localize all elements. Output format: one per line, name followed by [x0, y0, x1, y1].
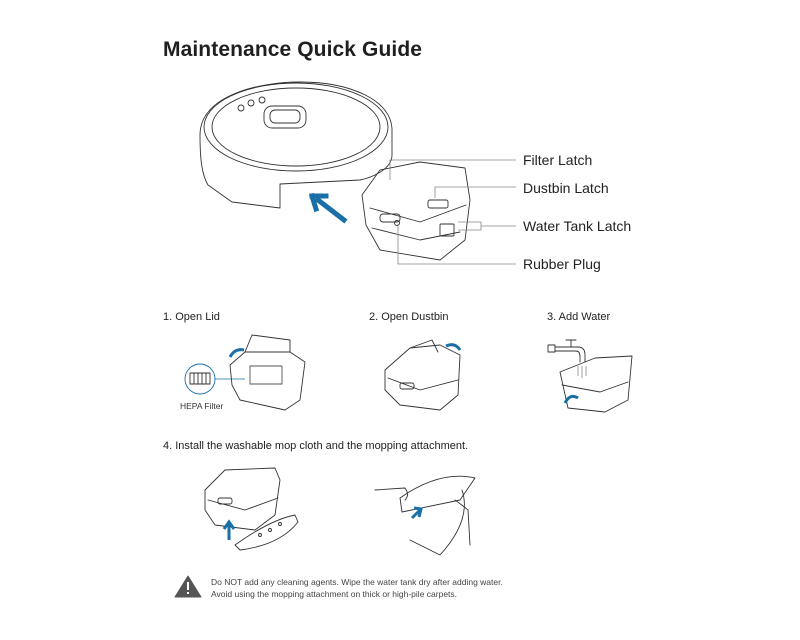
blue-arrow-insert — [308, 192, 348, 224]
step3-add-water-illustration — [547, 339, 633, 413]
callout-water-tank-latch: Water Tank Latch — [523, 218, 632, 234]
dustbin-illustration — [361, 161, 471, 261]
warning-text-line2: Avoid using the mopping attachment on th… — [211, 589, 458, 599]
step-4-label: 4. Install the washable mop cloth and th… — [163, 440, 469, 452]
step4-install-mop-illustration-right — [374, 475, 476, 556]
step-2-label: 2. Open Dustbin — [369, 311, 449, 323]
step4-install-mop-illustration-left — [204, 467, 299, 551]
callout-leader-lines — [389, 159, 516, 265]
robot-body — [199, 81, 393, 209]
callout-filter-latch: Filter Latch — [523, 152, 593, 168]
step-1-label: 1. Open Lid — [163, 311, 220, 323]
step-3-label: 3. Add Water — [547, 311, 611, 323]
callout-rubber-plug: Rubber Plug — [523, 256, 601, 272]
callout-dustbin-latch: Dustbin Latch — [523, 180, 609, 196]
warning-text-line1: Do NOT add any cleaning agents. Wipe the… — [211, 577, 503, 587]
hepa-filter-label: HEPA Filter — [180, 401, 224, 411]
step1-open-lid-illustration — [184, 334, 306, 411]
warning-triangle-icon — [174, 575, 202, 598]
page-title: Maintenance Quick Guide — [163, 38, 423, 61]
step2-open-dustbin-illustration — [384, 339, 462, 411]
